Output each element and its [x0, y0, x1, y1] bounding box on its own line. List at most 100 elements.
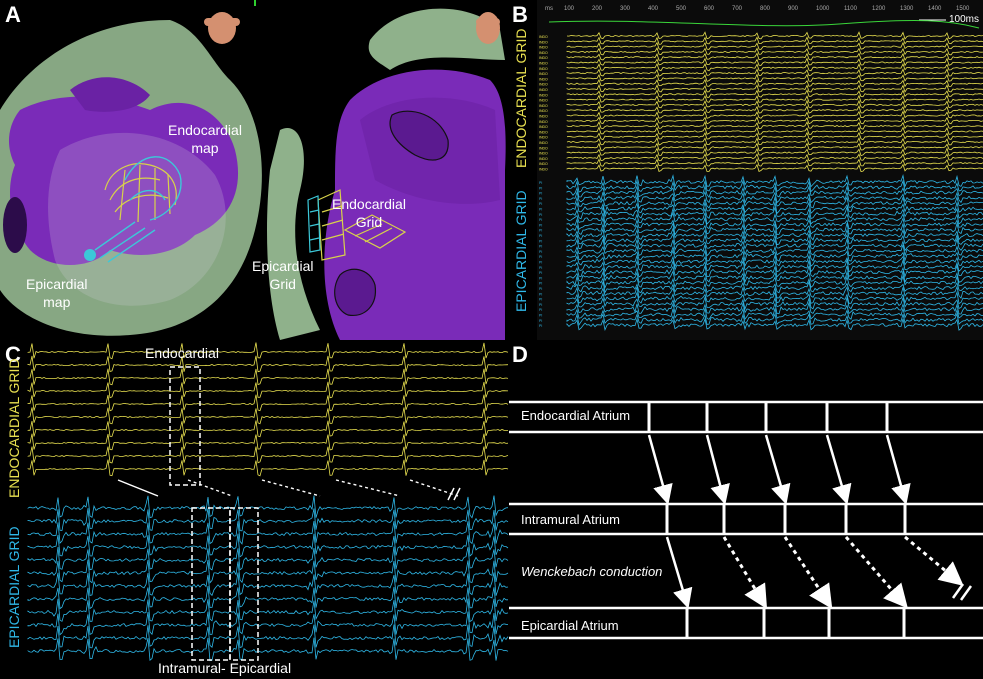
- epicardial-grid-catheter-right: [307, 195, 321, 253]
- channel-label: INDO: [539, 104, 548, 108]
- panel-a: A Endocardial map Epicardial map Endocar…: [0, 0, 509, 340]
- endocardial-trace: [566, 153, 983, 162]
- channel-label: INDO: [539, 136, 548, 140]
- panel-b-endocardial-axis-label: ENDOCARDIAL GRID: [513, 28, 529, 168]
- conduction-arrow: [187, 479, 233, 497]
- ostium-left: [3, 197, 27, 253]
- endocardial-trace: [566, 31, 983, 40]
- endocardial-trace: [27, 355, 509, 373]
- channel-label: INDO: [539, 88, 548, 92]
- channel-label: PI: [539, 181, 542, 185]
- epicardial-trace: [566, 301, 983, 315]
- endocardial-trace: [566, 105, 983, 114]
- wenckebach-conduction-arrow: [904, 535, 964, 586]
- panel-c-endocardial-axis-label: ENDOCARDIAL GRID: [6, 358, 22, 498]
- endocardial-trace: [27, 368, 509, 386]
- time-tick-label: 200: [592, 6, 603, 12]
- endocardial-trace: [27, 407, 509, 425]
- epicardial-grid-catheter-left: [94, 156, 182, 263]
- channel-label: INDO: [539, 51, 548, 55]
- channel-label: INDO: [539, 168, 548, 172]
- time-tick-label: 600: [704, 6, 715, 12]
- channel-label: INDO: [539, 62, 548, 66]
- channel-label: PI: [539, 308, 542, 312]
- channel-label: INDO: [539, 109, 548, 113]
- ladder-row-label-intramural: Intramural Atrium: [521, 512, 620, 527]
- endocardial-trace: [566, 116, 983, 125]
- epicardial-trace: [27, 559, 509, 584]
- electroanatomic-map-views: [0, 0, 506, 340]
- endocardial-trace: [566, 158, 983, 167]
- epicardial-trace: [566, 190, 983, 205]
- epicardial-trace: [566, 270, 983, 284]
- channel-label: PI: [539, 197, 542, 201]
- endocardial-trace: [27, 342, 509, 360]
- endocardial-window-box: [169, 366, 201, 486]
- endocardial-trace: [27, 381, 509, 399]
- epicardial-map-shell-right: [267, 128, 320, 340]
- epicardial-trace: [27, 624, 509, 649]
- atrial-appendage-left: [70, 77, 150, 112]
- epicardial-trace: [566, 312, 983, 326]
- endocardial-trace: [27, 446, 509, 464]
- epicardial-trace: [27, 598, 509, 623]
- panel-c: C ENDOCARDIAL GRID EPICARDIAL GRID Endoc…: [0, 340, 509, 679]
- channel-label: PI: [539, 287, 542, 291]
- epicardial-trace: [566, 249, 983, 262]
- channel-label: INDO: [539, 152, 548, 156]
- wenckebach-conduction-arrow: [783, 536, 833, 610]
- channel-label: INDO: [539, 46, 548, 50]
- epicardial-trace: [566, 173, 983, 188]
- catheter-tip-left: [84, 249, 96, 261]
- epicardial-grid-label: Epicardial Grid: [252, 258, 314, 292]
- endocardial-map-label: Endocardial map: [168, 122, 242, 156]
- epicardial-trace: [566, 205, 983, 220]
- conduction-block-mark: [447, 487, 461, 501]
- panel-c-traces: [27, 342, 509, 662]
- channel-label: INDO: [539, 56, 548, 60]
- endocardial-trace: [566, 78, 983, 88]
- panel-c-epicardial-axis-label: EPICARDIAL GRID: [6, 526, 22, 648]
- time-tick-label: 900: [788, 6, 799, 12]
- endocardial-trace: [566, 52, 983, 61]
- endocardial-trace: [566, 83, 983, 93]
- endocardial-trace: [566, 41, 983, 51]
- channel-label: PI: [539, 292, 542, 296]
- channel-label: PI: [539, 213, 542, 217]
- endocardial-trace: [27, 394, 509, 412]
- epicardial-trace: [27, 508, 509, 532]
- ladder-diagram: [509, 400, 983, 640]
- epicardial-trace: [566, 290, 983, 305]
- time-tick-label: 400: [648, 6, 659, 12]
- endocardial-grid-catheter-right: [317, 189, 407, 261]
- endocardial-trace: [566, 136, 983, 146]
- channel-label: PI: [539, 218, 542, 222]
- epicardial-trace: [566, 227, 983, 242]
- time-tick-label: 500: [676, 6, 687, 12]
- channel-label: PI: [539, 271, 542, 275]
- endocardial-grid-label: Endocardial Grid: [332, 196, 406, 230]
- endocardial-trace: [566, 163, 983, 172]
- channel-label: PI: [539, 250, 542, 254]
- panel-label-d: D: [512, 342, 528, 367]
- wenckebach-conduction-arrow: [844, 536, 908, 609]
- epicardial-trace: [566, 195, 983, 210]
- time-tick-label: 300: [620, 6, 631, 12]
- endocardial-trace: [27, 459, 509, 477]
- epicardial-trace: [566, 237, 983, 252]
- channel-label: INDO: [539, 146, 548, 150]
- channel-label: PI: [539, 282, 542, 286]
- channel-label: PI: [539, 202, 542, 206]
- time-tick-label: 700: [732, 6, 743, 12]
- conduction-arrow: [647, 434, 673, 505]
- channel-label: INDO: [539, 157, 548, 161]
- lesion-outline-upper: [389, 110, 449, 161]
- time-tick-label: 1400: [928, 6, 942, 12]
- epicardial-trace: [566, 222, 983, 236]
- channel-label: PI: [539, 229, 542, 233]
- lesion-outline-lower: [334, 268, 376, 316]
- channel-label: PI: [539, 223, 542, 227]
- channel-label: PI: [539, 239, 542, 243]
